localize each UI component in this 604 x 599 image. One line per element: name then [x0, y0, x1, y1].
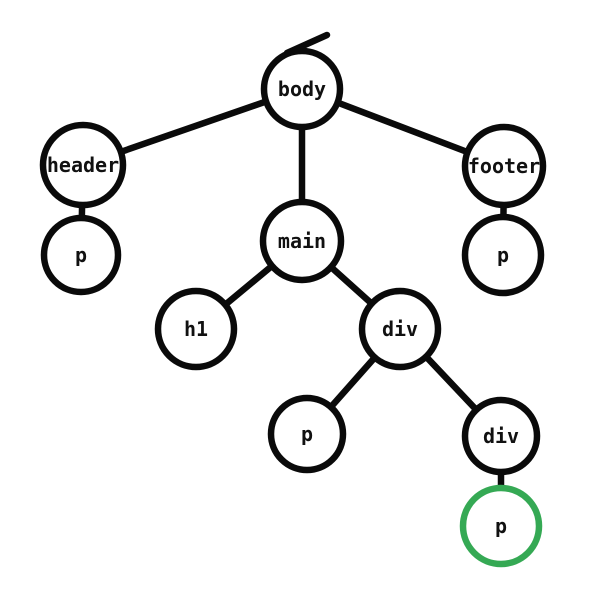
tree-node-h1	[154, 287, 238, 371]
tree-node-label-p-highlighted: p	[495, 514, 507, 538]
tree-node-label-div-1: div	[382, 317, 418, 341]
tree-edge-parent-stub	[283, 31, 331, 57]
tree-node-label-body: body	[278, 77, 326, 101]
tree-node-p-footer	[461, 213, 545, 297]
tree-node-label-p-footer: p	[497, 243, 509, 267]
tree-node-p-header	[40, 214, 122, 296]
tree-node-label-footer: footer	[468, 154, 540, 178]
tree-node-label-p-div: p	[301, 422, 313, 446]
tree-node-label-main: main	[278, 229, 326, 253]
tree-node-label-p-header: p	[75, 243, 87, 267]
tree-node-div-2	[461, 396, 541, 476]
tree-node-p-div	[267, 394, 347, 474]
tree-node-header	[39, 121, 127, 209]
tree-node-div-1	[358, 287, 442, 371]
tree-node-label-header: header	[47, 153, 119, 177]
tree-node-label-div-2: div	[483, 424, 519, 448]
tree-node-label-h1: h1	[184, 317, 208, 341]
tree-node-body	[260, 47, 344, 131]
tree-node-p-highlighted-highlighted	[459, 484, 543, 568]
tree-node-main	[259, 198, 345, 284]
tree-node-footer	[461, 123, 547, 209]
